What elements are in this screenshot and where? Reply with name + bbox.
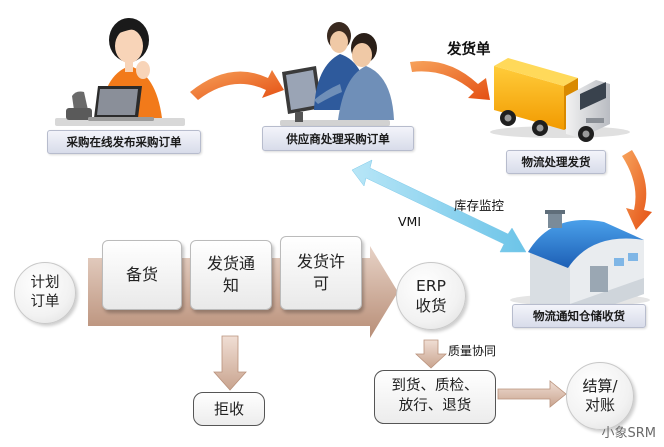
erp-receipt-label: ERP 收货 xyxy=(415,276,447,315)
warehouse-caption: 物流通知仓储收货 xyxy=(512,304,646,328)
settlement-right-arrow xyxy=(497,380,567,408)
step-shipping-permit-label: 发货许 可 xyxy=(296,252,345,293)
plan-order-circle: 计划 订单 xyxy=(14,262,76,324)
vmi-double-arrow xyxy=(351,159,527,253)
inventory-monitor-label: 库存监控 xyxy=(454,198,505,213)
plan-order-label: 计划 订单 xyxy=(30,275,60,310)
supplier-caption: 供应商处理采购订单 xyxy=(262,126,414,151)
settlement-circle: 结算/ 对账 xyxy=(566,362,634,430)
watermark: 小象SRM xyxy=(601,426,656,441)
orange-arrows xyxy=(190,60,652,230)
vmi-label: VMI xyxy=(398,214,422,229)
buyer-illustration xyxy=(55,18,185,126)
warehouse-illustration xyxy=(510,210,650,320)
reject-box: 拒收 xyxy=(193,392,265,426)
truck-illustration xyxy=(490,58,630,142)
reject-down-arrow xyxy=(213,335,247,391)
shipping-doc-label: 发货单 xyxy=(447,42,491,58)
step-shipping-permit: 发货许 可 xyxy=(280,236,362,310)
step-shipping-notice: 发货通 知 xyxy=(190,240,272,310)
arrival-box: 到货、质检、 放行、退货 xyxy=(374,370,496,424)
quality-down-arrow xyxy=(414,339,448,369)
logistics-caption: 物流处理发货 xyxy=(506,150,606,174)
settlement-label: 结算/ 对账 xyxy=(582,376,618,415)
arrival-label: 到货、质检、 放行、退货 xyxy=(391,378,479,414)
erp-receipt-circle: ERP 收货 xyxy=(396,262,466,330)
step-stock-prep: 备货 xyxy=(102,240,182,310)
quality-collab-label: 质量协同 xyxy=(448,344,497,358)
step-stock-prep-label: 备货 xyxy=(125,265,158,285)
buyer-caption: 采购在线发布采购订单 xyxy=(47,130,201,154)
step-shipping-notice-label: 发货通 知 xyxy=(206,254,255,295)
reject-label: 拒收 xyxy=(213,399,244,418)
supplier-illustration xyxy=(280,22,394,126)
